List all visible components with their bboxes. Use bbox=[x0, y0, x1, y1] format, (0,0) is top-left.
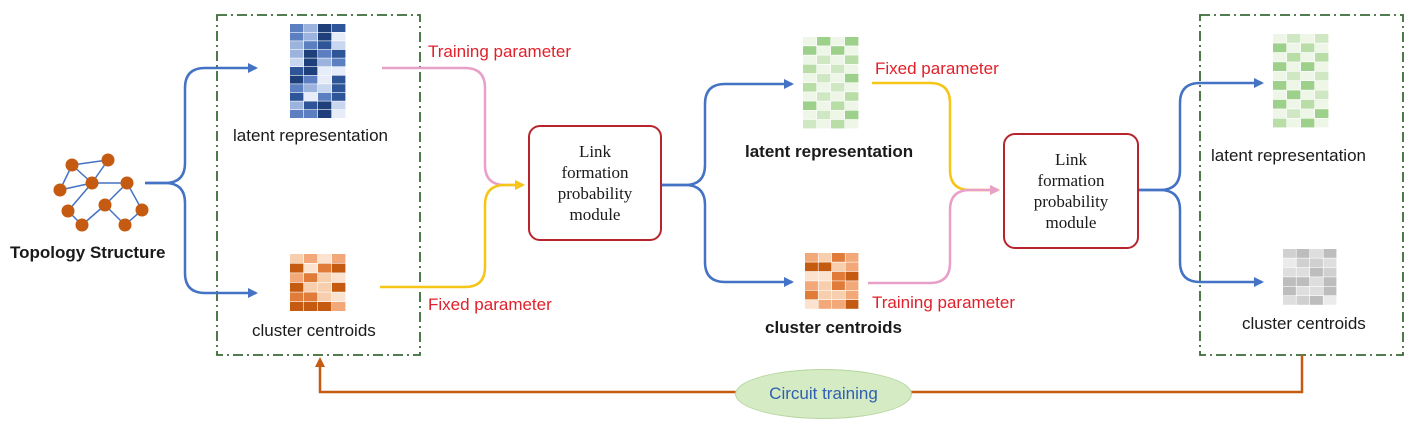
cluster-centroids-label-3: cluster centroids bbox=[1242, 314, 1366, 333]
module1-line-4: module bbox=[569, 205, 621, 224]
training-parameter-label-1: Training parameter bbox=[428, 42, 571, 61]
arrow-module2-to-latent bbox=[1138, 78, 1264, 192]
fixed-parameter-label-2: Fixed parameter bbox=[875, 59, 999, 78]
centroid-matrix-gray-icon bbox=[1283, 249, 1337, 305]
latent-representation-label-1: latent representation bbox=[233, 126, 388, 145]
cluster-centroids-label-1: cluster centroids bbox=[252, 321, 376, 340]
training-parameter-label-2: Training parameter bbox=[872, 293, 1015, 312]
latent-matrix-green-icon-2 bbox=[1273, 34, 1329, 128]
latent-representation-label-3: latent representation bbox=[1211, 146, 1366, 165]
arrow-module1-to-latent bbox=[662, 79, 794, 187]
topology-graph-icon bbox=[53, 153, 149, 232]
module2-line-2: formation bbox=[1037, 171, 1105, 190]
group-box-left bbox=[216, 14, 421, 356]
module1-line-2: formation bbox=[561, 163, 629, 182]
module2-line-1: Link bbox=[1054, 150, 1088, 169]
latent-matrix-blue-icon bbox=[290, 24, 346, 118]
arrow-module2-to-centroids bbox=[1138, 188, 1264, 287]
arrow-training-param-1 bbox=[382, 66, 525, 190]
cluster-centroids-label-2: cluster centroids bbox=[765, 318, 902, 337]
fixed-parameter-label-1: Fixed parameter bbox=[428, 295, 552, 314]
arrow-fixed-param-2 bbox=[872, 81, 1000, 195]
topology-structure-label: Topology Structure bbox=[10, 243, 166, 262]
arrow-module1-to-centroids bbox=[662, 183, 794, 287]
centroid-matrix-orange-icon bbox=[290, 254, 346, 311]
arrow-fixed-param-1 bbox=[380, 180, 525, 289]
arrow-topology-to-centroids bbox=[145, 181, 258, 298]
latent-matrix-green-icon bbox=[803, 37, 859, 129]
arrow-training-param-2 bbox=[868, 185, 1000, 285]
circuit-training-ellipse: Circuit training bbox=[735, 369, 912, 419]
module1-line-1: Link bbox=[578, 142, 612, 161]
module1-line-3: probability bbox=[557, 184, 633, 203]
module2-line-3: probability bbox=[1033, 192, 1109, 211]
arrow-topology-to-latent bbox=[145, 63, 258, 185]
latent-representation-label-2: latent representation bbox=[745, 142, 914, 161]
centroid-matrix-orange-icon-2 bbox=[805, 253, 859, 309]
link-formation-module-2: Link formation probability module bbox=[1003, 133, 1139, 249]
circuit-training-label: Circuit training bbox=[769, 384, 878, 403]
link-formation-module-1: Link formation probability module bbox=[528, 125, 662, 241]
module2-line-4: module bbox=[1045, 213, 1097, 232]
